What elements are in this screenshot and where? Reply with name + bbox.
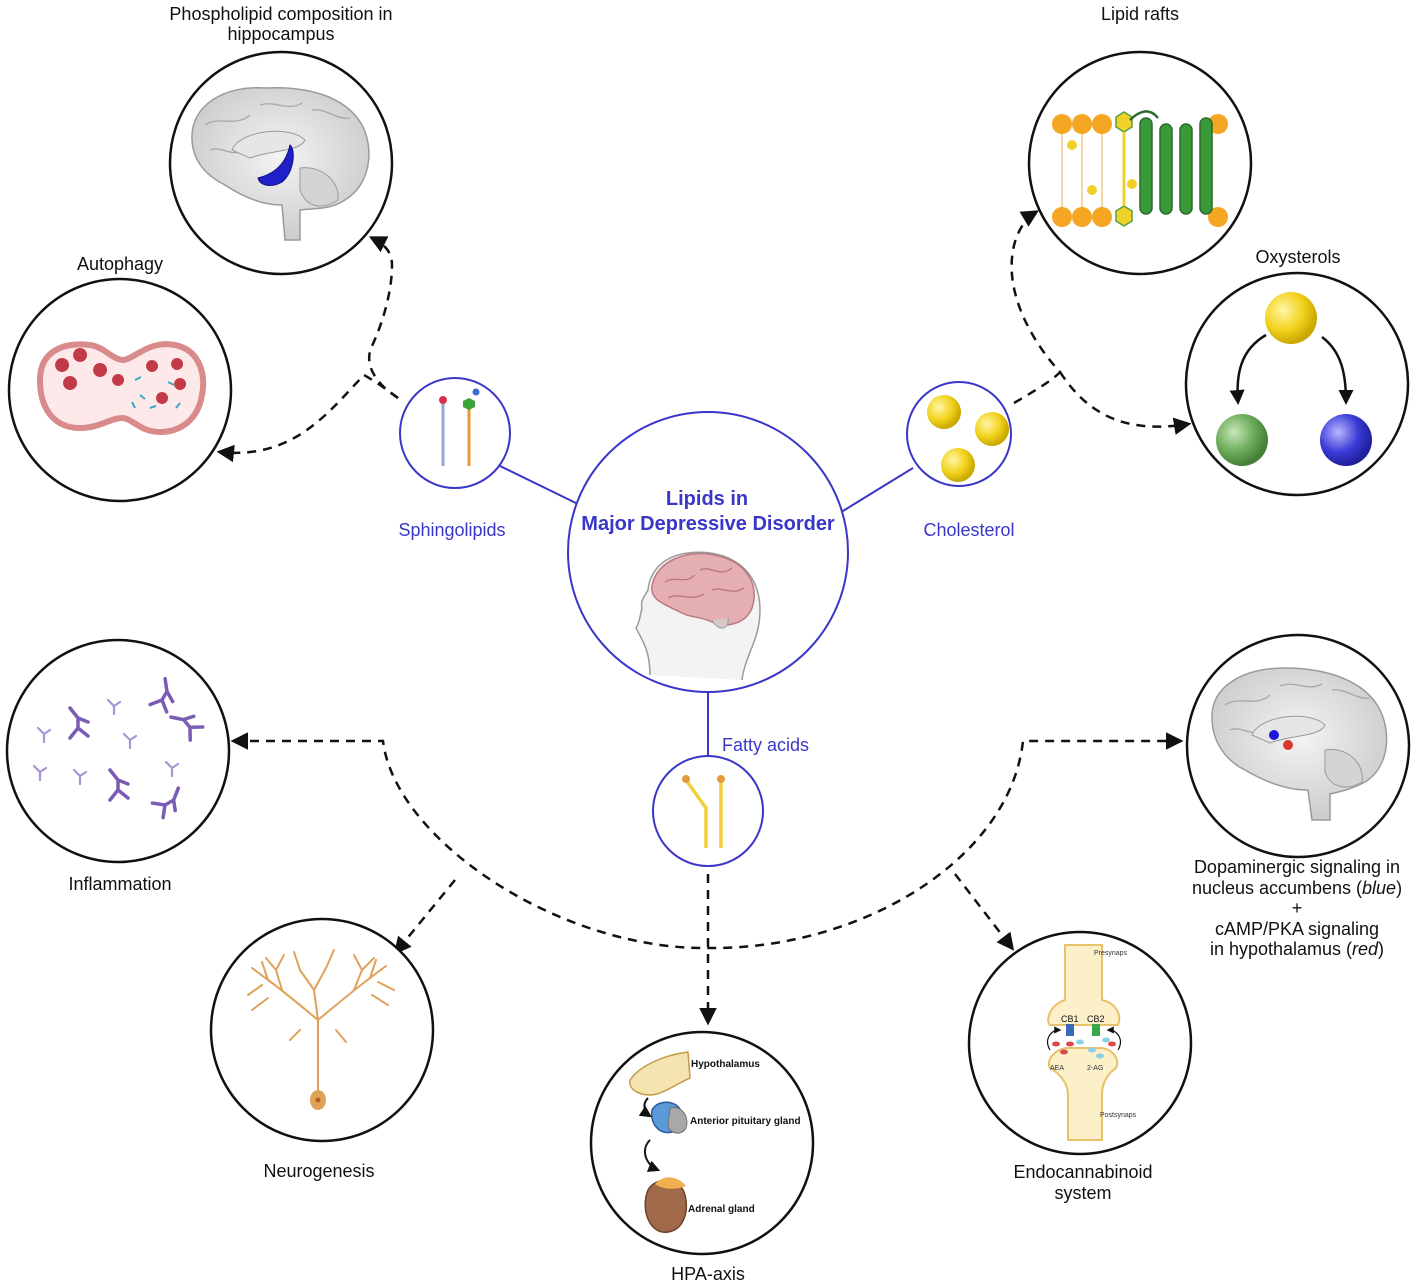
hpa-axis-label: HPA-axis xyxy=(671,1264,745,1284)
sphingolipids-label: Sphingolipids xyxy=(398,520,505,540)
neuron-illustration xyxy=(247,949,395,1096)
sphingolipids-node: Sphingolipids xyxy=(398,377,511,540)
dopamine-label-line4: in hypothalamus (red) xyxy=(1210,939,1384,959)
dopamine-label-line2: nucleus accumbens (blue) xyxy=(1192,878,1402,898)
antibody-icons xyxy=(68,676,205,820)
center-title-line2: Major Depressive Disorder xyxy=(581,513,835,535)
hpa-hypothalamus-label: Hypothalamus xyxy=(691,1059,760,1070)
fatty-acids-node: Fatty acids xyxy=(652,735,809,867)
center-node: Lipids in Major Depressive Disorder xyxy=(567,411,849,693)
endocannabinoid-label-line2: system xyxy=(1054,1183,1111,1203)
autophagy-node: Autophagy xyxy=(7,254,233,503)
hpa-axis-node: Hypothalamus Anterior pituitary gland Ad… xyxy=(589,1030,815,1284)
cholesterol-node: Cholesterol xyxy=(906,381,1015,540)
inflammation-node: Inflammation xyxy=(5,638,231,894)
cholesterol-label: Cholesterol xyxy=(923,520,1014,540)
arrow-to-autophagy xyxy=(216,373,399,463)
inflammation-label: Inflammation xyxy=(68,874,171,894)
ecs-aea-label: AEA xyxy=(1050,1065,1064,1072)
neurogenesis-label: Neurogenesis xyxy=(263,1161,374,1181)
lipid-rafts-node: Lipid rafts xyxy=(1027,4,1253,276)
head-with-brain-illustration xyxy=(635,551,761,681)
arrow-to-inflammation-and-dopamine xyxy=(230,732,1184,950)
hpa-adrenal-label: Adrenal gland xyxy=(688,1204,755,1215)
dashed-connectors xyxy=(216,210,1192,1026)
dopamine-line2-em: blue xyxy=(1362,878,1396,898)
ecs-presynaps-label: Presynaps xyxy=(1094,950,1128,957)
arrow-to-lipid-rafts xyxy=(1010,210,1062,405)
arrow-to-phospholipid xyxy=(367,236,399,400)
arrow-to-neurogenesis xyxy=(393,879,456,955)
dopaminergic-node: Dopaminergic signaling in nucleus accumb… xyxy=(1185,633,1411,959)
ecs-cb2-label: CB2 xyxy=(1087,1014,1105,1024)
arrow-to-endocannabinoid xyxy=(954,873,1015,951)
phospholipid-hippocampus-node: Phospholipid composition in hippocampus xyxy=(168,4,394,276)
oxysterols-node: Oxysterols xyxy=(1184,247,1410,497)
arrow-to-oxysterols xyxy=(1058,371,1192,435)
brain-sagittal-illustration xyxy=(191,86,370,241)
dopamine-line4-pre: in hypothalamus ( xyxy=(1210,939,1352,959)
ecs-postsynaps-label: Postsynaps xyxy=(1100,1112,1137,1119)
center-title-line1: Lipids in xyxy=(666,488,748,510)
brain-sagittal-illustration-2 xyxy=(1211,667,1388,821)
dopamine-line2-pre: nucleus accumbens ( xyxy=(1192,878,1362,898)
fatty-acids-label: Fatty acids xyxy=(722,735,809,755)
endocannabinoid-label-line1: Endocannabinoid xyxy=(1013,1162,1152,1182)
dopamine-line2-post: ) xyxy=(1396,878,1402,898)
ecs-2ag-label: 2-AG xyxy=(1087,1065,1103,1072)
dopamine-plus: + xyxy=(1292,898,1303,918)
lipid-rafts-label: Lipid rafts xyxy=(1101,4,1179,24)
dopamine-label-line3: cAMP/PKA signaling xyxy=(1215,919,1379,939)
neurogenesis-node: Neurogenesis xyxy=(209,917,435,1181)
phospholipid-label-line2: hippocampus xyxy=(227,24,334,44)
phospholipid-label-line1: Phospholipid composition in xyxy=(169,4,392,24)
dopamine-line4-em: red xyxy=(1352,939,1379,959)
ecs-cb1-label: CB1 xyxy=(1061,1014,1079,1024)
hpa-pituitary-label: Anterior pituitary gland xyxy=(690,1116,801,1127)
dopamine-label-line1: Dopaminergic signaling in xyxy=(1194,857,1400,877)
oxysterols-label: Oxysterols xyxy=(1255,247,1340,267)
dopamine-line4-post: ) xyxy=(1378,939,1384,959)
membrane-bilayer-illustration xyxy=(1052,110,1228,227)
endocannabinoid-node: Presynaps Postsynaps CB1 CB2 AEA 2-AG En… xyxy=(967,930,1193,1203)
autophagy-label: Autophagy xyxy=(77,254,163,274)
